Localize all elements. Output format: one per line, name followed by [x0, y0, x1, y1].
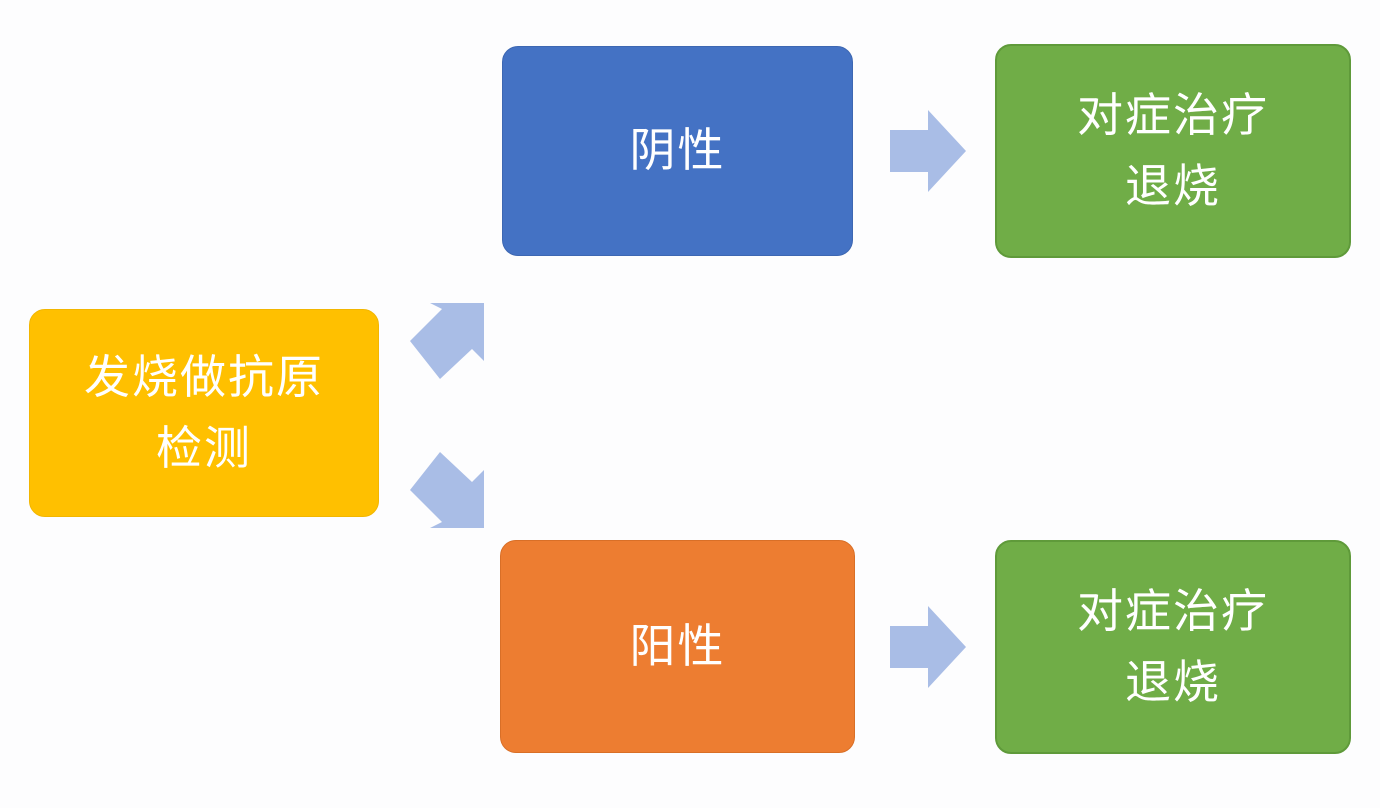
treatment-top-line-1: 对症治疗	[1077, 87, 1269, 142]
treatment-bottom-line-1: 对症治疗	[1077, 583, 1269, 638]
start-node-line-1: 发烧做抗原	[84, 349, 324, 404]
treatment-node-bottom: 对症治疗 退烧	[995, 540, 1351, 754]
start-node-line-2: 检测	[156, 421, 252, 475]
arrow-right-icon-bottom	[890, 606, 966, 688]
negative-result-label: 阴性	[629, 123, 726, 178]
treatment-top-line-2: 退烧	[1125, 159, 1221, 213]
negative-result-node: 阴性	[502, 46, 853, 256]
arrow-up-right-icon	[410, 303, 484, 379]
treatment-node-top: 对症治疗 退烧	[995, 44, 1351, 258]
positive-result-node: 阳性	[500, 540, 855, 753]
arrow-right-icon-top	[890, 110, 966, 192]
start-node-antigen-test: 发烧做抗原 检测	[29, 309, 379, 517]
positive-result-label: 阳性	[629, 618, 726, 673]
arrow-down-right-icon	[410, 452, 484, 528]
treatment-bottom-line-2: 退烧	[1125, 655, 1221, 709]
